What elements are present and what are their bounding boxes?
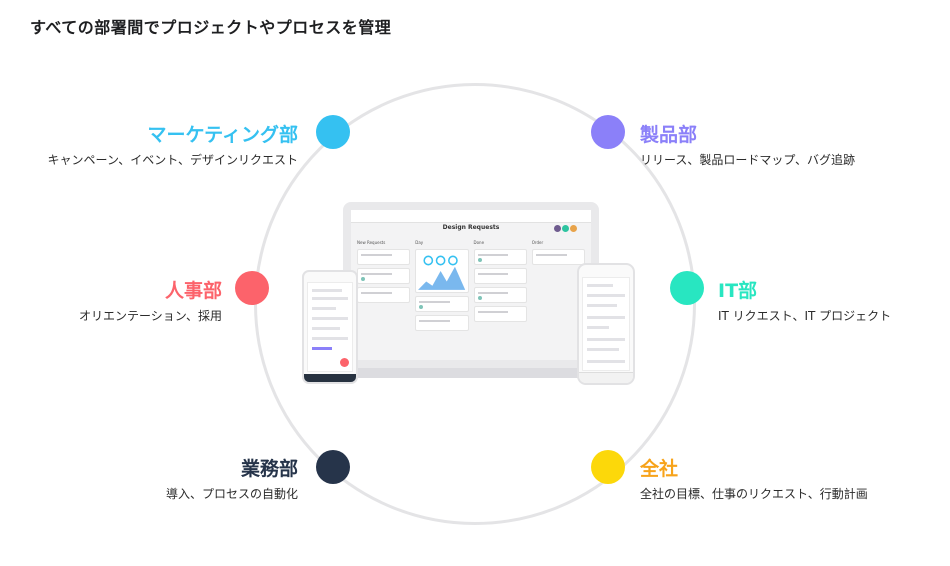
- task-card: [357, 249, 411, 265]
- dept-company-name: 全社: [640, 458, 679, 480]
- dept-product-name: 製品部: [640, 124, 698, 146]
- phone-nav-bar: [579, 372, 633, 383]
- add-fab-icon: [340, 358, 349, 367]
- task-card: [473, 306, 527, 322]
- dept-it: IT部 IT リクエスト、IT プロジェクト: [718, 276, 891, 324]
- laptop-base: [328, 368, 614, 378]
- dept-marketing: マーケティング部 キャンペーン、イベント、デザインリクエスト: [48, 120, 298, 168]
- dept-product-desc: リリース、製品ロードマップ、バグ追跡: [640, 153, 856, 167]
- dept-operations-desc: 導入、プロセスの自動化: [165, 487, 298, 501]
- dept-product: 製品部 リリース、製品ロードマップ、バグ追跡: [640, 120, 855, 168]
- it-dot: [670, 271, 704, 305]
- dept-operations-name: 業務部: [240, 458, 298, 480]
- dept-company-desc: 全社の目標、仕事のリクエスト、行動計画: [640, 487, 868, 501]
- avatar: [562, 225, 569, 232]
- phone-screen: [582, 277, 630, 371]
- laptop-screenshot: Design Requests New Requests Day D: [343, 202, 599, 370]
- column-header: New Requests: [357, 240, 386, 245]
- task-card: [473, 287, 527, 303]
- task-card: [357, 268, 411, 284]
- phone-screen: [307, 282, 353, 372]
- phone-nav-bar: [304, 374, 356, 382]
- board-column: Done: [473, 240, 527, 356]
- dept-hr: 人事部 オリエンテーション、採用: [79, 276, 222, 324]
- dept-it-name: IT部: [718, 280, 758, 302]
- dept-company: 全社 全社の目標、仕事のリクエスト、行動計画: [640, 454, 868, 502]
- company-dot: [591, 450, 625, 484]
- hr-dot: [235, 271, 269, 305]
- avatar: [554, 225, 561, 232]
- marketing-dot: [316, 115, 350, 149]
- iphone: [577, 263, 635, 385]
- app-project-title: Design Requests: [442, 224, 500, 231]
- task-card: [415, 296, 469, 312]
- operations-dot: [316, 450, 350, 484]
- product-dot: [591, 115, 625, 149]
- task-card: [473, 249, 527, 265]
- avatar: [570, 225, 577, 232]
- column-header: Order: [531, 240, 544, 245]
- board-column: Day: [415, 240, 469, 356]
- chart-thumbnail: [418, 255, 466, 290]
- board-column: Order: [531, 240, 585, 356]
- app-top-bar: [351, 210, 591, 223]
- dept-marketing-desc: キャンペーン、イベント、デザインリクエスト: [47, 153, 298, 167]
- android-phone: [302, 270, 358, 384]
- board-columns: New Requests Day Done: [357, 240, 585, 356]
- column-header: Done: [473, 240, 485, 245]
- board-column: New Requests: [357, 240, 411, 356]
- task-card: [531, 249, 585, 265]
- page-headline: すべての部署間でプロジェクトやプロセスを管理: [30, 18, 392, 37]
- dept-it-desc: IT リクエスト、IT プロジェクト: [718, 309, 892, 323]
- dept-hr-desc: オリエンテーション、採用: [78, 309, 222, 323]
- task-card: [415, 315, 469, 331]
- task-card: [357, 287, 411, 303]
- dept-marketing-name: マーケティング部: [147, 124, 298, 146]
- dept-operations: 業務部 導入、プロセスの自動化: [166, 454, 298, 502]
- column-header: Day: [415, 240, 424, 245]
- chart-card: [415, 249, 469, 293]
- task-card: [473, 268, 527, 284]
- dept-hr-name: 人事部: [164, 280, 222, 302]
